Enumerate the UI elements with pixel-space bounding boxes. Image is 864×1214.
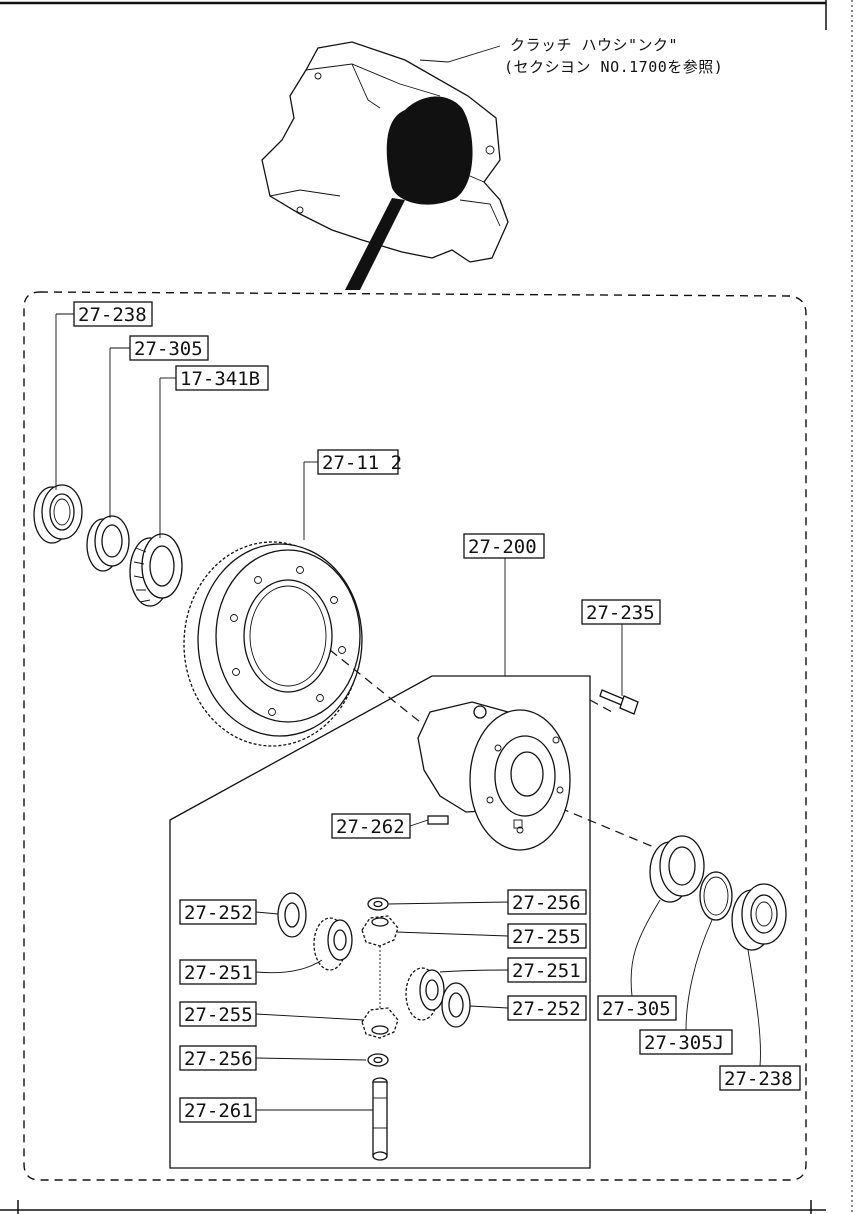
header-note-line1: クラッチ ハウシ"ンク" [510,36,678,54]
leader-washer-side-right [469,1005,509,1009]
callout-race-left: 27-305 [129,335,209,361]
transaxle-housing-illustration [261,41,509,290]
callout-bolt: 27-235 [581,599,661,625]
callout-washer-pinion-bottom-text: 27-256 [184,1048,253,1070]
washer-side-left-illustration [277,892,307,938]
callout-ring-gear: 27-11 2 [317,449,402,475]
side-gear-left-illustration [313,917,353,971]
callout-bearing-left-text: 27-238 [78,304,147,326]
leader-race-right [630,899,661,997]
pinion-top-illustration [361,915,399,947]
callout-race-right: 27-305 [597,995,677,1021]
shim-illustration [699,871,733,921]
callout-shim-text: 27-305J [644,1032,724,1054]
leader-washer-pinion-top [387,901,509,905]
callout-bearing-left: 27-238 [73,301,153,327]
differential-case-illustration [417,701,571,851]
leader-shim [685,919,713,1031]
callout-lock-pin: 27-262 [331,813,411,839]
bolt-illustration [599,689,639,715]
race-right-illustration [649,835,705,903]
callout-shaft: 27-261 [179,1097,257,1123]
axis-line-left [329,649,421,723]
callout-race-right-text: 27-305 [602,998,671,1020]
leader-side-gear-left [255,959,323,974]
callout-ring-gear-text: 27-11 2 [322,452,402,474]
detail-box [169,675,591,1169]
bearing-left-illustration [33,484,83,544]
washer-pinion-bottom-illustration [367,1053,389,1067]
lock-pin-illustration [427,815,449,825]
callout-lock-pin-text: 27-262 [336,816,405,838]
bearing-right-illustration [731,883,787,951]
callout-pinion-top: 27-255 [507,923,587,949]
callout-washer-side-right: 27-252 [507,995,587,1021]
leader-pinion-top [395,931,509,937]
pinion-bottom-illustration [361,1007,399,1039]
callout-pinion-bottom-text: 27-255 [184,1004,253,1026]
leader-lock-pin [409,819,429,827]
callout-gear-small: 17-341B [175,365,269,391]
leader-pinion-bottom [255,1013,365,1021]
callout-shim: 27-305J [639,1029,733,1055]
leader-washer-side-left [255,911,279,915]
callout-washer-side-left-text: 27-252 [184,902,253,924]
callout-washer-pinion-bottom: 27-256 [179,1045,257,1071]
leader-washer-pinion-bottom [255,1057,367,1061]
callout-case-assembly-text: 27-200 [468,536,537,558]
side-gear-right-illustration [405,967,445,1021]
leader-side-gear-right [439,969,509,973]
diagram-frame [23,291,807,1181]
race-left-illustration [86,515,130,572]
callout-bearing-right: 27-238 [719,1065,801,1091]
callout-washer-side-right-text: 27-252 [512,998,581,1020]
callout-gear-small-text: 17-341B [180,368,260,390]
callout-washer-pinion-top: 27-256 [507,889,587,915]
axis-line-bolt [589,699,613,713]
washer-pinion-top-illustration [367,897,389,911]
leader-bearing-right [747,949,761,1067]
callout-shaft-text: 27-261 [184,1100,253,1122]
callout-side-gear-right-text: 27-251 [512,960,581,982]
pinion-shaft-illustration [372,1077,388,1161]
callout-case-assembly: 27-200 [463,533,545,559]
washer-side-right-illustration [441,982,471,1028]
ring-gear-illustration [183,541,363,747]
callout-pinion-top-text: 27-255 [512,926,581,948]
callout-race-left-text: 27-305 [134,338,203,360]
callout-side-gear-left-text: 27-251 [184,962,253,984]
callout-bolt-text: 27-235 [586,602,655,624]
callout-washer-side-left: 27-252 [179,899,257,925]
callout-washer-pinion-top-text: 27-256 [512,892,581,914]
callout-pinion-bottom: 27-255 [179,1001,257,1027]
callout-side-gear-right: 27-251 [507,957,587,983]
drive-gear-small-illustration [129,533,183,607]
callout-bearing-right-text: 27-238 [724,1068,793,1090]
header-note-line2: (セクシヨン NO.1700を参照) [504,58,723,76]
callout-side-gear-left: 27-251 [179,959,257,985]
